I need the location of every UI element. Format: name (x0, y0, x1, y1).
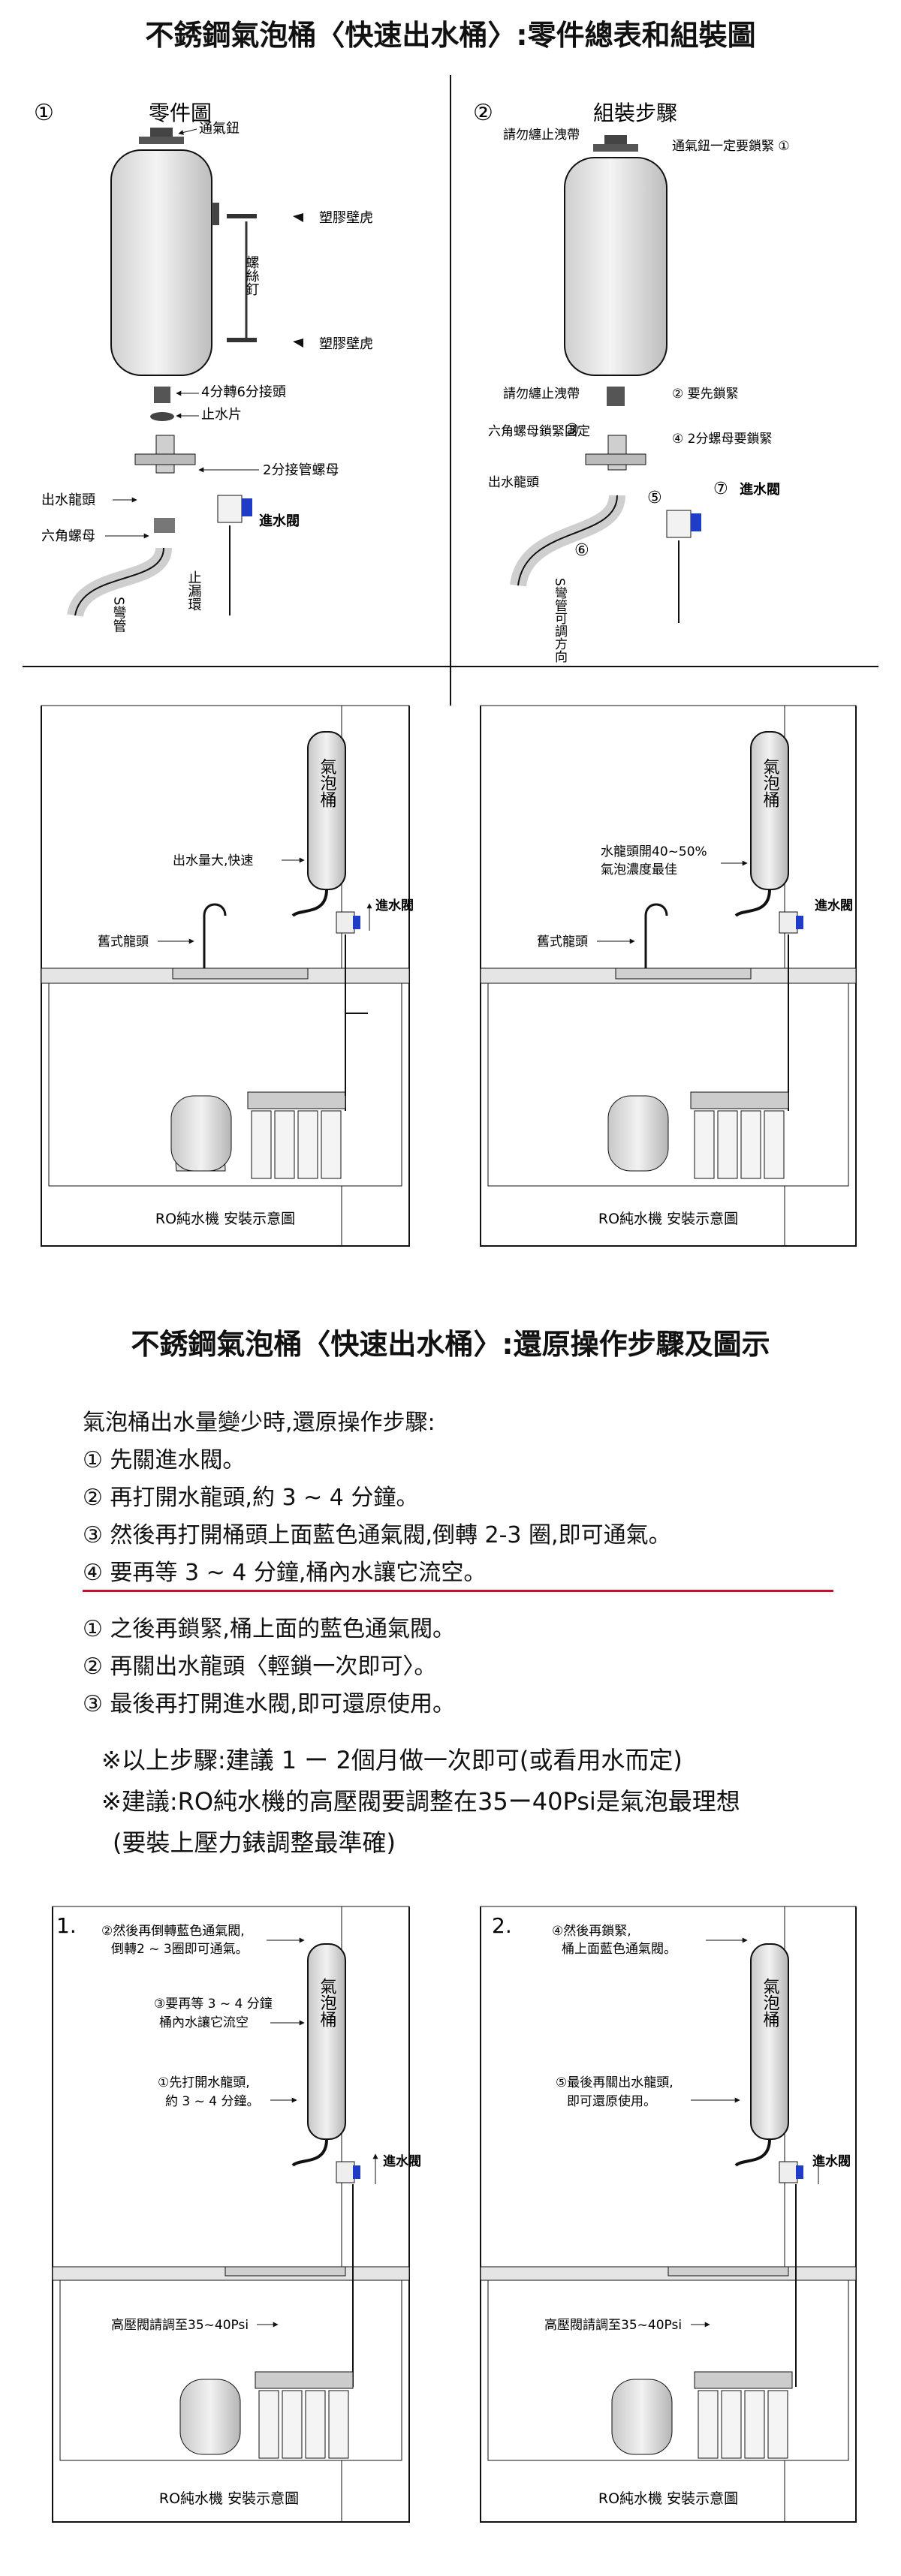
label-anchor1: 塑膠壁虎 (319, 210, 373, 226)
label-step3: ③ (565, 421, 580, 440)
restore-left-tank-label: 氣泡桶 (318, 1978, 337, 2027)
note-2: ※建議:RO純水機的高壓閥要調整在35ー40Psi是氣泡最理想 (101, 1787, 740, 1816)
right-step5-line1: ⑤最後再關出水龍頭, (556, 2075, 673, 2090)
restore-left-pressure: 高壓閥請調至35~40Psi (111, 2318, 249, 2333)
assembly-panel-title: 組裝步驟 (593, 101, 677, 125)
red-divider (83, 1590, 833, 1592)
label-s-pipe-dir: S彎管可調方向 (552, 578, 568, 663)
label-washer: 止水片 (201, 407, 242, 423)
label-leak-ring: 止漏環 (186, 570, 202, 611)
left-step1-line1: ①先打開水龍頭, (158, 2075, 250, 2090)
label-hex-nut: 六角螺母 (41, 528, 95, 544)
restore-step-4: ④ 要再等 3 ~ 4 分鐘,桶內水讓它流空。 (83, 1560, 487, 1586)
label-no-tape-top: 請勿纏止洩帶 (503, 128, 580, 143)
label-step6: ⑥ (574, 541, 589, 560)
assembly-panel-number: ② (473, 100, 493, 126)
install-left-caption: RO純水機 安裝示意圖 (155, 1211, 295, 1227)
restore-right-number: 2. (492, 1913, 512, 1938)
label-screw: 螺絲釘 (244, 255, 260, 296)
install-left-old-faucet: 舊式龍頭 (98, 934, 149, 949)
restore-right-inlet: 進水閥 (812, 2153, 851, 2169)
install-right-tank-label: 氣泡桶 (761, 758, 780, 808)
install-diagrams: 氣泡桶 出水量大,快速 進水閥 舊式龍頭 RO純水機 安裝示意圖 氣泡桶 水龍頭… (41, 705, 857, 1247)
label-step7: ⑦ (713, 480, 728, 498)
left-step2-line1: ②然後再倒轉藍色通氣閥, (101, 1924, 245, 1939)
label-adapter: 4分轉6分接頭 (201, 384, 286, 400)
note-1: ※以上步驟:建議 1 ー 2個月做一次即可(或看用水而定) (101, 1746, 683, 1774)
label-hex-lock: 六角螺母鎖緊固定 (488, 424, 590, 439)
install-left-note: 出水量大,快速 (173, 853, 253, 868)
restore-after-1: ① 之後再鎖緊,桶上面的藍色通氣閥。 (83, 1616, 455, 1642)
restore-steps: 氣泡桶出水量變少時,還原操作步驟: ① 先關進水閥。 ② 再打開水龍頭,約 3 … (83, 1404, 833, 1719)
restore-step-1: ① 先關進水閥。 (83, 1447, 246, 1473)
restore-step-2: ② 再打開水龍頭,約 3 ~ 4 分鐘。 (83, 1485, 419, 1511)
restore-after-3: ③ 最後再打開進水閥,即可還原使用。 (83, 1691, 455, 1717)
install-left-tank-label: 氣泡桶 (318, 758, 337, 808)
install-right-note2: 氣泡濃度最佳 (601, 862, 677, 877)
parts-assembly-diagram: ① 零件圖 通氣鈕 塑膠壁虎 塑膠壁虎 螺絲釘 4分轉6分接頭 止水片 2分接管… (23, 75, 878, 706)
restore-right-pressure: 高壓閥請調至35~40Psi (544, 2318, 682, 2333)
install-right-caption: RO純水機 安裝示意圖 (598, 1211, 738, 1227)
restore-left-caption: RO純水機 安裝示意圖 (159, 2490, 299, 2507)
restore-right-scene (480, 1906, 857, 2523)
label-outlet-faucet: 出水龍頭 (41, 492, 95, 508)
restore-step-3: ③ 然後再打開桶頭上面藍色通氣閥,倒轉 2-3 圈,即可通氣。 (83, 1522, 671, 1548)
install-right-note1: 水龍頭開40~50% (601, 844, 707, 859)
parts-adapter-washer (150, 387, 174, 421)
left-step3-line2: 桶內水讓它流空 (159, 2015, 249, 2030)
label-no-tape-bottom: 請勿纏止洩帶 (503, 387, 580, 402)
note-3: (要裝上壓力錶調整最準確) (113, 1828, 396, 1857)
install-left-scene (41, 705, 410, 1247)
label-vent-knob: 通氣鈕 (199, 121, 240, 137)
install-right-inlet: 進水閥 (815, 898, 853, 913)
parts-panel-number: ① (34, 100, 54, 126)
left-step1-line2: 約 3 ~ 4 分鐘。 (165, 2094, 260, 2109)
right-step5-line2: 即可還原使用。 (567, 2093, 656, 2109)
label-s-pipe: S彎管 (111, 597, 127, 632)
assembly-tank (510, 135, 701, 623)
label-nut-tight: ④ 2分螺母要鎖緊 (672, 432, 772, 447)
install-left-inlet: 進水閥 (375, 898, 414, 913)
label-vent-tight: 通氣鈕一定要鎖緊 ① (672, 139, 790, 154)
parts-screws (227, 213, 303, 348)
restore-right-caption: RO純水機 安裝示意圖 (598, 2490, 738, 2507)
label-assembly-inlet: 進水閥 (740, 481, 780, 498)
restore-right-tank-label: 氣泡桶 (761, 1978, 780, 2027)
parts-panel-title: 零件圖 (149, 101, 212, 125)
top-title: 不銹鋼氣泡桶〈快速出水桶〉:零件總表和組裝圖 (145, 19, 756, 52)
parts-faucet-assembly (67, 435, 252, 618)
install-right-scene (480, 705, 857, 1247)
label-must-tight: ② 要先鎖緊 (672, 387, 739, 402)
left-step2-line2: 倒轉2 ~ 3圈即可通氣。 (111, 1942, 249, 1957)
restore-left-scene (52, 1906, 410, 2523)
restore-diagrams: 1. ②然後再倒轉藍色通氣閥, 倒轉2 ~ 3圈即可通氣。 ③要再等 3 ~ 4… (52, 1906, 857, 2523)
install-right-old-faucet: 舊式龍頭 (537, 934, 588, 949)
restore-title: 不銹鋼氣泡桶〈快速出水桶〉:還原操作步驟及圖示 (131, 1328, 770, 1361)
parts-tank (110, 128, 219, 376)
label-step5: ⑤ (647, 489, 662, 507)
label-assembly-outlet: 出水龍頭 (488, 475, 539, 490)
restore-left-number: 1. (56, 1913, 77, 1938)
label-anchor2: 塑膠壁虎 (319, 336, 373, 352)
restore-left-inlet: 進水閥 (383, 2153, 421, 2169)
left-step3-line1: ③要再等 3 ~ 4 分鐘 (154, 1997, 273, 2012)
label-nut-connector: 2分接管螺母 (263, 462, 339, 478)
restore-after-2: ② 再關出水龍頭〈輕鎖一次即可〉。 (83, 1654, 437, 1680)
right-step4-line2: 桶上面藍色通氣閥。 (562, 1942, 677, 1957)
restore-intro: 氣泡桶出水量變少時,還原操作步驟: (83, 1410, 435, 1436)
right-step4-line1: ④然後再鎖緊, (552, 1924, 631, 1939)
label-inlet-valve: 進水閥 (259, 513, 300, 529)
